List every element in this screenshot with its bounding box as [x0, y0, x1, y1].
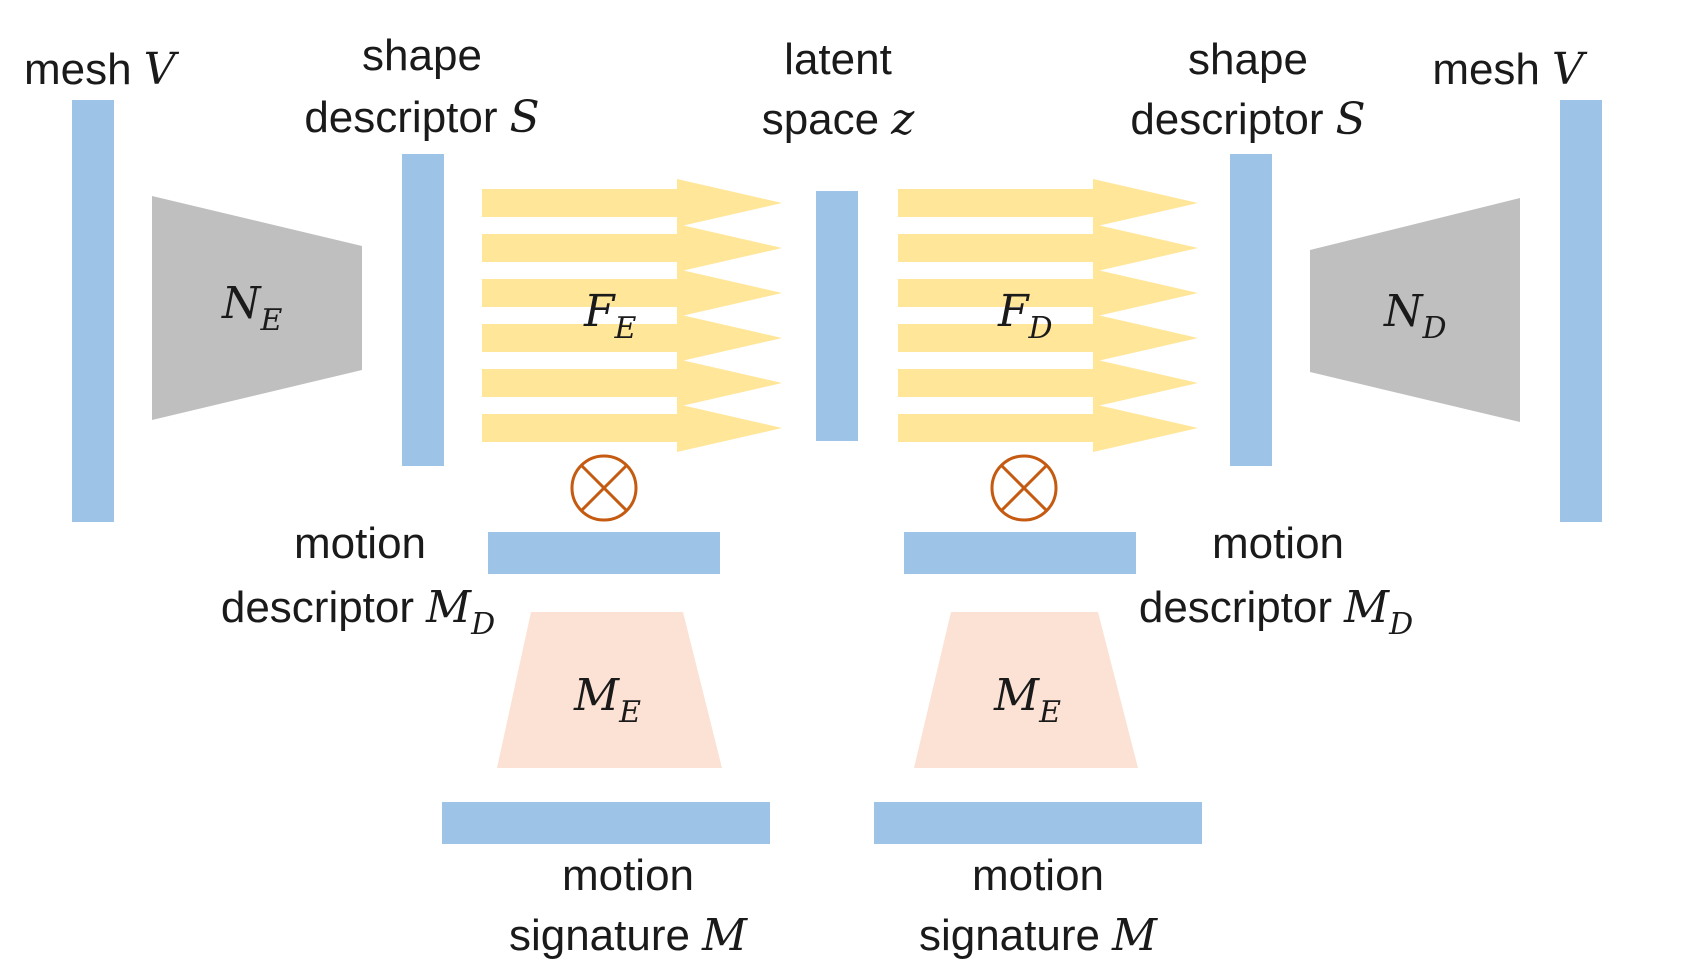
me-right-symbol: ME [993, 670, 1061, 730]
latent-space-bar [816, 191, 858, 441]
fd-arrow-3 [898, 269, 1198, 317]
motion-descriptor-left-bar [488, 532, 720, 574]
motion-descriptor-right-line1: motion [1212, 519, 1344, 568]
circled-times-icon [990, 454, 1058, 522]
fd-arrow-5 [898, 359, 1198, 407]
shape-descriptor-right-bar [1230, 154, 1272, 466]
fe-arrow-6 [482, 404, 782, 452]
mesh-v-left-bar [72, 100, 114, 522]
fd-arrow-2 [898, 224, 1198, 272]
fe-arrow-3 [482, 269, 782, 317]
mesh-v-right-bar [1560, 100, 1602, 522]
shape-descriptor-left-bar [402, 154, 444, 466]
fd-symbol: FD [997, 286, 1053, 346]
me-right-network [914, 612, 1138, 768]
shape-descriptor-right-line1: shape [1188, 35, 1308, 84]
fe-arrow-4 [482, 314, 782, 362]
fe-arrow-5 [482, 359, 782, 407]
circled-times-icon [570, 454, 638, 522]
shape-descriptor-left-line1: shape [362, 31, 482, 80]
fe-arrow-stack [482, 179, 782, 452]
fd-arrow-1 [898, 179, 1198, 227]
motion-signature-left-bar [442, 802, 770, 844]
nd-decoder-network [1310, 198, 1520, 422]
motion-signature-left-line1: motion [562, 851, 694, 900]
me-left-network [497, 612, 722, 768]
latent-space-line1: latent [784, 35, 892, 84]
motion-signature-right-line1: motion [972, 851, 1104, 900]
ne-symbol: NE [221, 278, 283, 338]
nd-symbol: ND [1383, 286, 1447, 346]
ne-encoder-network [152, 196, 362, 420]
fe-symbol: FE [583, 286, 637, 346]
motion-signature-right-bar [874, 802, 1202, 844]
me-left-symbol: ME [573, 670, 641, 730]
fe-arrow-1 [482, 179, 782, 227]
fd-arrow-4 [898, 314, 1198, 362]
motion-descriptor-right-bar [904, 532, 1136, 574]
fe-arrow-2 [482, 224, 782, 272]
motion-descriptor-left-line1: motion [294, 519, 426, 568]
fd-arrow-6 [898, 404, 1198, 452]
fd-arrow-stack [898, 179, 1198, 452]
